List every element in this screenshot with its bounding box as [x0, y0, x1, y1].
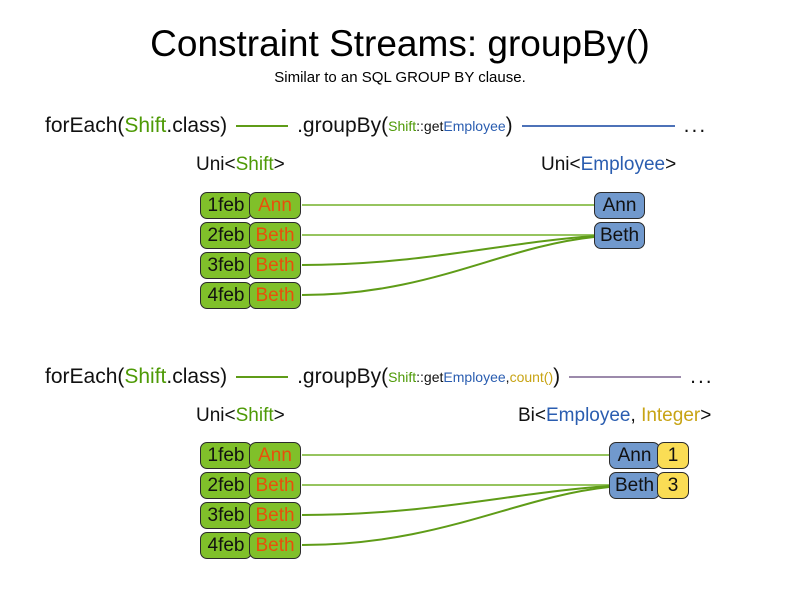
groupby-open: .groupBy(	[297, 365, 389, 388]
shift-date: 3feb	[200, 252, 252, 279]
shift-person: Beth	[249, 282, 301, 309]
shift-person: Beth	[249, 222, 301, 249]
type-label-right-1: Uni<Employee>	[541, 153, 676, 177]
foreach-prefix: forEach(	[45, 365, 125, 388]
wire-groupby-to-next	[569, 376, 682, 378]
foreach-type: Shift	[124, 114, 167, 137]
shift-date: 2feb	[200, 472, 252, 499]
shift-row[interactable]: 4feb Beth	[200, 282, 301, 309]
wire-foreach-to-groupby	[236, 125, 289, 127]
type-generic2: Integer	[641, 405, 701, 426]
type-outer: Bi<	[518, 405, 546, 426]
shift-row[interactable]: 3feb Beth	[200, 502, 301, 529]
type-generic: Shift	[235, 405, 274, 426]
type-label-left-2: Uni<Shift>	[196, 404, 285, 428]
link-shift4-beth	[301, 236, 595, 296]
type-close: >	[273, 405, 285, 426]
page-title: Constraint Streams: groupBy()	[150, 23, 650, 64]
code-line-groupby-single: forEach(Shift.class) .groupBy(Shift::get…	[45, 113, 707, 139]
group-count: 3	[657, 472, 689, 499]
code-ellipsis: ...	[690, 365, 714, 388]
shift-date: 4feb	[200, 282, 252, 309]
code-ellipsis: ...	[683, 114, 708, 137]
shift-person: Beth	[249, 502, 301, 529]
type-close: >	[665, 154, 677, 175]
foreach-suffix: .class)	[166, 365, 228, 388]
groupby-open: .groupBy(	[297, 114, 389, 137]
shift-row[interactable]: 2feb Beth	[200, 222, 301, 249]
shift-date: 1feb	[200, 192, 252, 219]
foreach-type: Shift	[124, 365, 167, 388]
shift-row[interactable]: 1feb Ann	[200, 192, 301, 219]
type-label-right-2: Bi<Employee, Integer>	[518, 404, 711, 428]
type-generic: Shift	[235, 154, 274, 175]
groupby-close: )	[505, 114, 513, 137]
shift-person: Ann	[249, 192, 301, 219]
group-row[interactable]: Beth	[594, 222, 645, 249]
group-employee: Beth	[609, 472, 660, 499]
type-generic: Employee	[580, 154, 666, 175]
groupby-arg-sep: ::get	[416, 369, 444, 385]
link2-shift4-beth	[301, 486, 610, 546]
wire-foreach-to-groupby	[236, 376, 289, 378]
type-comma: ,	[630, 405, 642, 426]
shift-person: Beth	[249, 472, 301, 499]
shift-row[interactable]: 4feb Beth	[200, 532, 301, 559]
group-employee: Ann	[594, 192, 645, 219]
shift-row[interactable]: 3feb Beth	[200, 252, 301, 279]
group-employee: Ann	[609, 442, 660, 469]
type-close: >	[273, 154, 285, 175]
foreach-suffix: .class)	[166, 114, 228, 137]
shift-row[interactable]: 2feb Beth	[200, 472, 301, 499]
type-outer: Uni<	[196, 154, 236, 175]
type-label-left-1: Uni<Shift>	[196, 153, 285, 177]
group-row[interactable]: Ann 1	[609, 442, 689, 469]
shift-date: 4feb	[200, 532, 252, 559]
page-subtitle: Similar to an SQL GROUP BY clause.	[274, 69, 526, 86]
type-outer: Uni<	[196, 405, 236, 426]
shift-date: 2feb	[200, 222, 252, 249]
shift-row[interactable]: 1feb Ann	[200, 442, 301, 469]
group-employee: Beth	[594, 222, 645, 249]
group-count: 1	[657, 442, 689, 469]
foreach-prefix: forEach(	[45, 114, 125, 137]
groupby-arg-collector: count()	[509, 369, 554, 385]
type-outer: Uni<	[541, 154, 581, 175]
code-line-groupby-count: forEach(Shift.class) .groupBy(Shift::get…	[45, 364, 714, 390]
shift-date: 1feb	[200, 442, 252, 469]
group-row[interactable]: Beth 3	[609, 472, 689, 499]
groupby-arg-type: Shift	[388, 118, 417, 134]
shift-person: Beth	[249, 252, 301, 279]
groupby-arg-sep: ::get	[416, 118, 444, 134]
shift-person: Beth	[249, 532, 301, 559]
type-close: >	[700, 405, 712, 426]
groupby-arg-comma: ,	[505, 369, 510, 385]
shift-person: Ann	[249, 442, 301, 469]
link2-shift3-beth	[301, 485, 610, 516]
link-shift3-beth	[301, 235, 595, 266]
shift-date: 3feb	[200, 502, 252, 529]
groupby-arg-member: Employee	[443, 118, 506, 134]
wire-groupby-to-next	[521, 125, 675, 127]
group-row[interactable]: Ann	[594, 192, 645, 219]
groupby-close: )	[553, 365, 561, 388]
type-generic: Employee	[546, 405, 631, 426]
groupby-arg-type: Shift	[388, 369, 417, 385]
groupby-arg-member: Employee	[443, 369, 506, 385]
